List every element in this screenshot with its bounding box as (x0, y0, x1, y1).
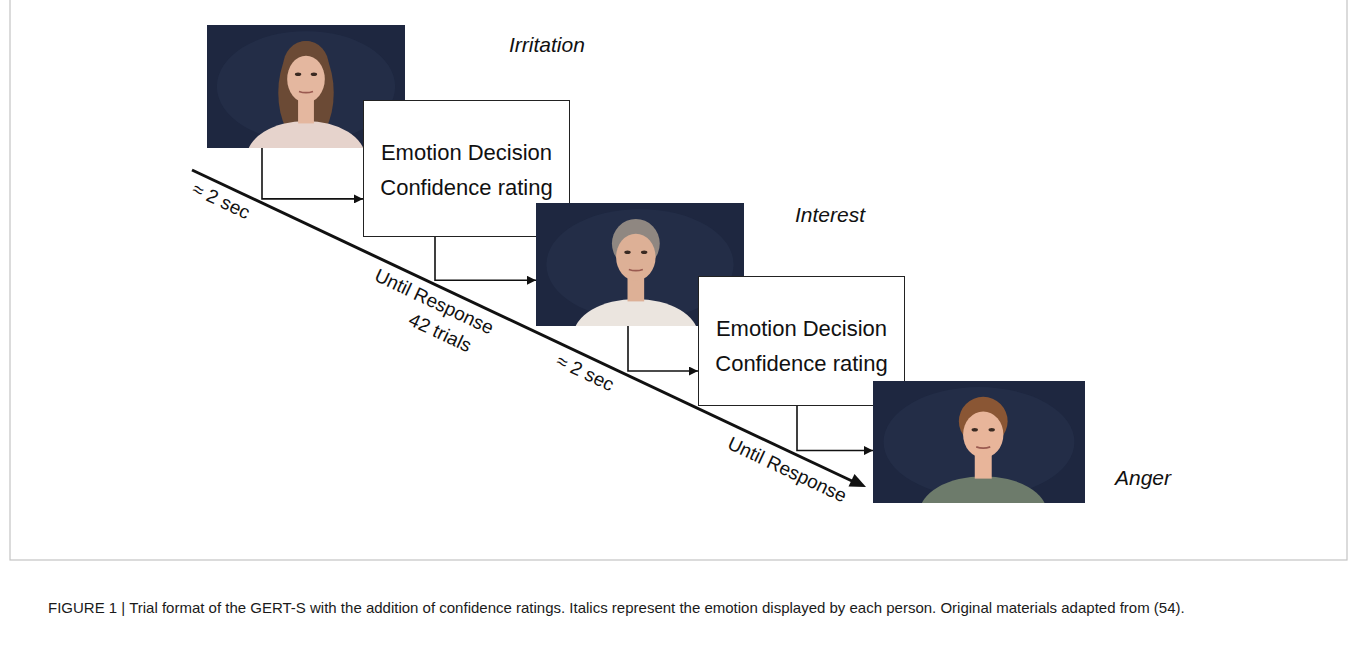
eye (972, 428, 978, 432)
face (963, 412, 1003, 458)
mouth (629, 269, 643, 270)
face (616, 234, 656, 281)
eye (641, 250, 647, 254)
caption-area: FIGURE 1 | Trial format of the GERT-S wi… (48, 597, 1320, 619)
emotion-label: Interest (795, 203, 865, 227)
box-text: Confidence rating (699, 346, 904, 381)
eye (989, 428, 995, 432)
shoulders (920, 476, 1047, 503)
figure-frame (10, 0, 1347, 560)
flow-arrow (262, 148, 363, 199)
eye (295, 72, 301, 76)
box-text: Confidence rating (364, 170, 569, 205)
flow-arrow (628, 326, 698, 371)
box-text: Emotion Decision (364, 135, 569, 170)
shoulders (247, 121, 366, 148)
emotion-label: Irritation (509, 33, 585, 57)
flow-arrow (435, 237, 536, 280)
box-text: Emotion Decision (699, 311, 904, 346)
flow-arrow (797, 406, 873, 451)
mouth (976, 447, 990, 448)
face-photo (873, 381, 1085, 503)
figure-caption: FIGURE 1 | Trial format of the GERT-S wi… (48, 597, 1320, 619)
stimulus-photo: Anger (873, 381, 1085, 503)
eye (311, 72, 317, 76)
emotion-label: Anger (1115, 466, 1171, 490)
timeline-arrowhead (849, 474, 867, 487)
face (287, 56, 325, 103)
eye (624, 250, 630, 254)
shoulders (573, 299, 698, 326)
mouth (299, 91, 313, 92)
